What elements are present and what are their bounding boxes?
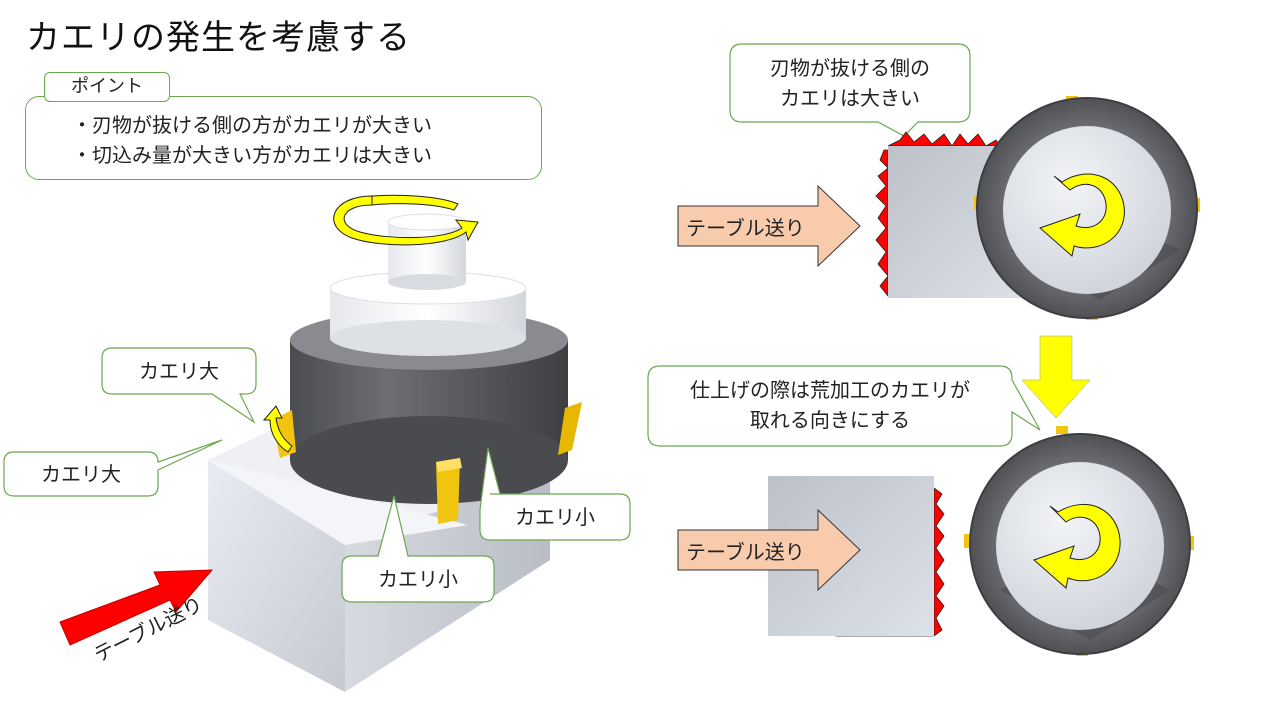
feed-arrow-top bbox=[677, 184, 861, 268]
point-label: ポイント bbox=[44, 72, 170, 102]
rotation-arrow-icon bbox=[333, 194, 479, 246]
point-line-2: ・切込み量が大きい方がカエリは大きい bbox=[72, 143, 432, 167]
callout-burr-large-1: カエリ大 bbox=[139, 359, 219, 383]
callout-exit-side-line1: 刃物が抜ける側の bbox=[770, 56, 930, 80]
feed-label-top: テーブル送り bbox=[686, 216, 805, 240]
callout-exit-side-line2: カエリは大きい bbox=[780, 86, 920, 110]
callout-finish-shape bbox=[647, 365, 1041, 447]
feed-label-bottom: テーブル送り bbox=[686, 540, 805, 564]
callout-burr-large-1-shape bbox=[101, 347, 257, 424]
callout-burr-large-2: カエリ大 bbox=[41, 462, 121, 486]
point-line-1: ・刃物が抜ける側の方がカエリが大きい bbox=[72, 113, 432, 137]
callout-burr-small-2: カエリ小 bbox=[378, 567, 458, 591]
cutter-top-view-lower bbox=[964, 426, 1194, 656]
feed-arrow-bottom bbox=[677, 508, 861, 592]
down-arrow-icon bbox=[1021, 335, 1091, 419]
callout-burr-small-1-shape bbox=[479, 447, 631, 541]
callout-exit-side-shape bbox=[729, 43, 971, 137]
cutter-top-view-upper bbox=[974, 96, 1200, 320]
callout-burr-large-2-shape bbox=[3, 439, 223, 497]
point-box: ・刃物が抜ける側の方がカエリが大きい ・切込み量が大きい方がカエリは大きい bbox=[25, 96, 542, 180]
rotation-arrow-top-icon bbox=[1039, 173, 1125, 257]
callout-burr-small-2-shape bbox=[341, 495, 495, 603]
callout-finish-line1: 仕上げの際は荒加工のカエリが bbox=[690, 378, 970, 402]
page-title: カエリの発生を考慮する bbox=[26, 18, 411, 58]
rotation-hint-icon bbox=[262, 405, 293, 453]
table-feed-arrow-diagonal bbox=[59, 569, 214, 655]
milling-cutter bbox=[290, 213, 568, 504]
callout-burr-small-1: カエリ小 bbox=[515, 505, 595, 529]
callout-finish-line2: 取れる向きにする bbox=[749, 408, 911, 432]
rotation-arrow-bottom-icon bbox=[1033, 503, 1121, 589]
